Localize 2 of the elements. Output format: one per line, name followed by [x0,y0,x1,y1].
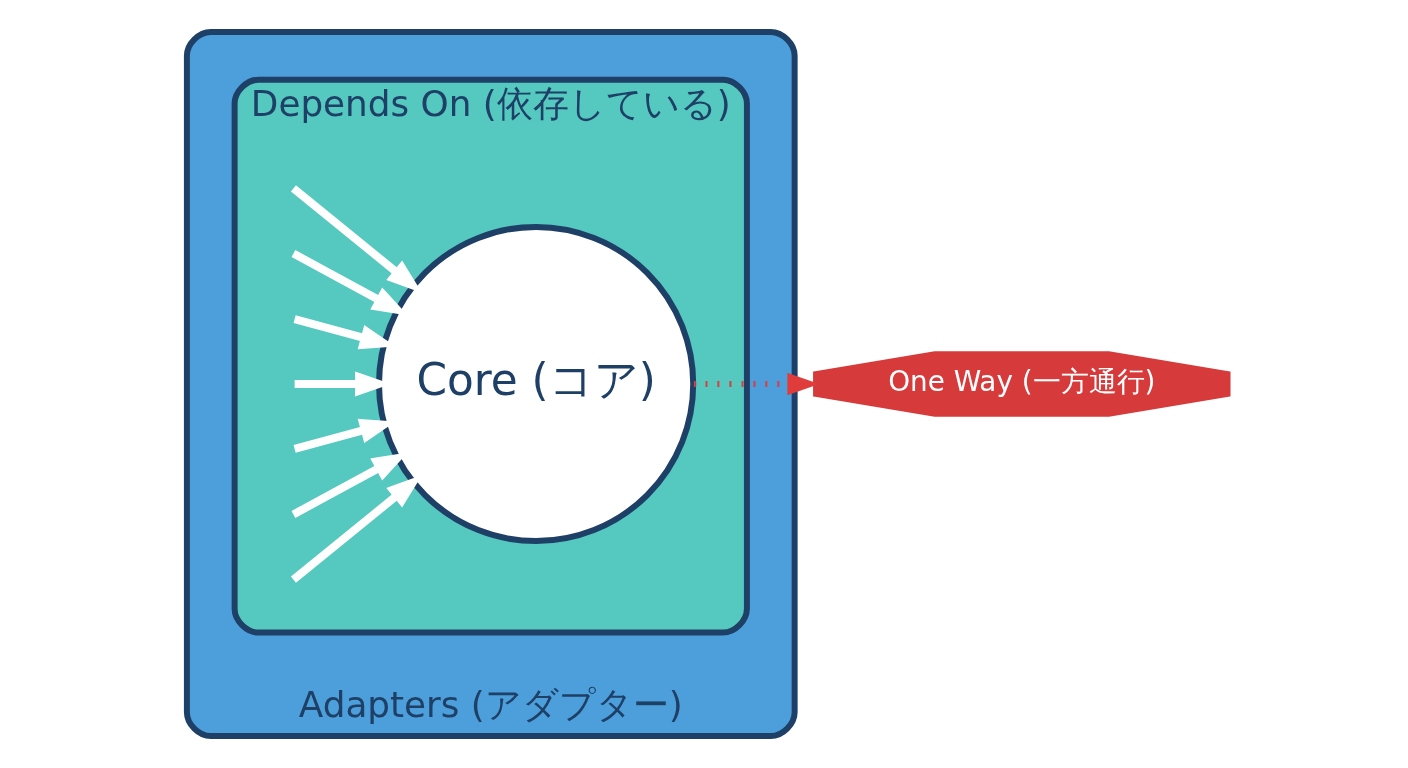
node-circle: Core (コア) [376,223,697,545]
arrow [693,372,820,396]
